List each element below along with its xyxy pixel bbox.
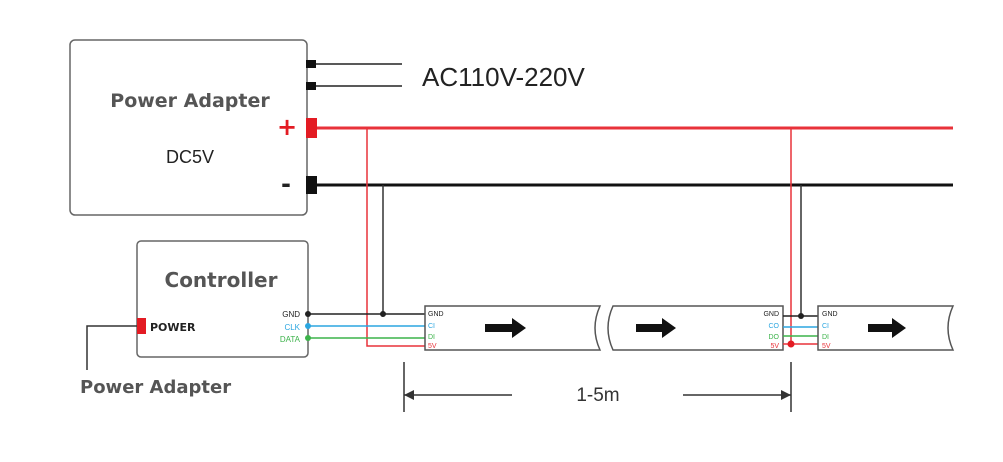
strip3-pin-di: DI xyxy=(822,334,829,341)
strip2-pin-do: DO xyxy=(769,334,780,341)
ac-input-label: AC110V-220V xyxy=(422,62,586,92)
negative-terminal xyxy=(306,176,317,194)
controller-power-label: POWER xyxy=(150,321,196,334)
data-direction-arrow-icon xyxy=(636,318,676,338)
strip2-pin-gnd: GND xyxy=(763,311,779,318)
strip3-pin-ci: CI xyxy=(822,323,829,330)
distance-label: 1-5m xyxy=(576,385,619,406)
power-adapter-box: Power Adapter DC5V + - xyxy=(69,39,308,216)
arrow-right-icon xyxy=(781,390,791,400)
led-strip-segment-2: GND CO DO 5V xyxy=(607,305,784,351)
positive-drop-wire-1 xyxy=(366,128,425,347)
controller-title: Controller xyxy=(165,268,278,292)
positive-terminal-symbol: + xyxy=(277,113,297,141)
strip1-pin-ci: CI xyxy=(428,323,435,330)
distance-dimension: 1-5m xyxy=(403,362,792,412)
strip3-pin-gnd: GND xyxy=(822,311,838,318)
data-direction-arrow-icon xyxy=(868,318,906,338)
segment-jumper-wires xyxy=(783,313,818,348)
controller-box: Controller POWER GND CLK DATA xyxy=(136,240,311,358)
strip2-pin-5v: 5V xyxy=(770,343,779,350)
positive-terminal xyxy=(306,118,317,138)
gnd-junction xyxy=(380,311,386,317)
led-strip-segment-1: GND CI DI 5V xyxy=(424,305,602,351)
controller-supply-wire xyxy=(86,325,137,370)
data-direction-arrow-icon xyxy=(485,318,526,338)
ac-input-wires xyxy=(306,60,402,90)
strip1-pin-5v: 5V xyxy=(428,343,437,350)
strip2-pin-co: CO xyxy=(769,323,780,330)
led-strip-segment-3: GND CI DI 5V xyxy=(817,305,955,351)
power-adapter-voltage: DC5V xyxy=(166,147,214,167)
negative-terminal-symbol: - xyxy=(281,170,291,198)
controller-pin-gnd: GND xyxy=(282,310,300,319)
controller-pin-data: DATA xyxy=(280,335,301,344)
controller-pin-clk: CLK xyxy=(284,323,300,332)
strip3-pin-5v: 5V xyxy=(822,343,831,350)
external-supply-label: Power Adapter xyxy=(80,377,231,398)
strip1-pin-di: DI xyxy=(428,334,435,341)
strip1-pin-gnd: GND xyxy=(428,311,444,318)
arrow-left-icon xyxy=(404,390,414,400)
controller-power-port xyxy=(137,318,146,334)
power-adapter-title: Power Adapter xyxy=(110,90,270,112)
